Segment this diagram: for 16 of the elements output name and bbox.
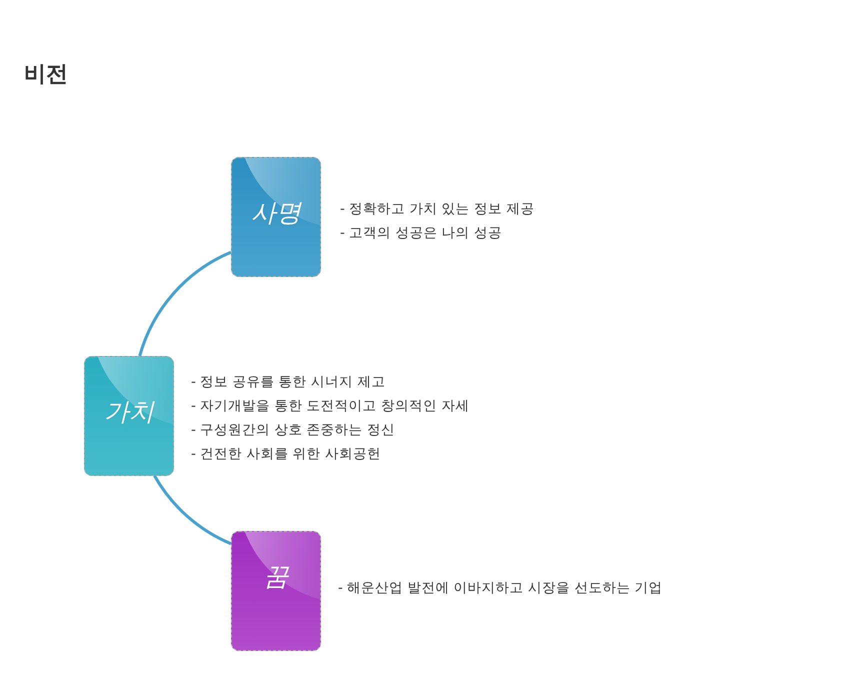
category-card	[231, 531, 321, 651]
bullet-item: - 구성원간의 상호 존중하는 정신	[191, 421, 396, 440]
card-title: 사명	[251, 198, 301, 228]
card-title: 꿈	[264, 562, 288, 592]
bullet-item: - 해운산업 발전에 이바지하고 시장을 선도하는 기업	[338, 579, 663, 598]
bullet-item: - 자기개발을 통한 도전적이고 창의적인 자세	[191, 397, 470, 416]
bullet-item: - 정보 공유를 통한 시너지 제고	[191, 373, 386, 392]
connector-arc	[138, 250, 232, 356]
bullet-item: - 고객의 성공은 나의 성공	[340, 224, 504, 243]
bullet-item: - 건전한 사회를 위한 사회공헌	[191, 445, 382, 464]
category-card	[231, 157, 321, 277]
page-title: 비전	[24, 61, 68, 89]
category-card	[84, 356, 174, 476]
connector-arc	[153, 475, 232, 546]
card-title: 가치	[104, 397, 154, 427]
bullet-item: - 정확하고 가치 있는 정보 제공	[340, 200, 534, 219]
